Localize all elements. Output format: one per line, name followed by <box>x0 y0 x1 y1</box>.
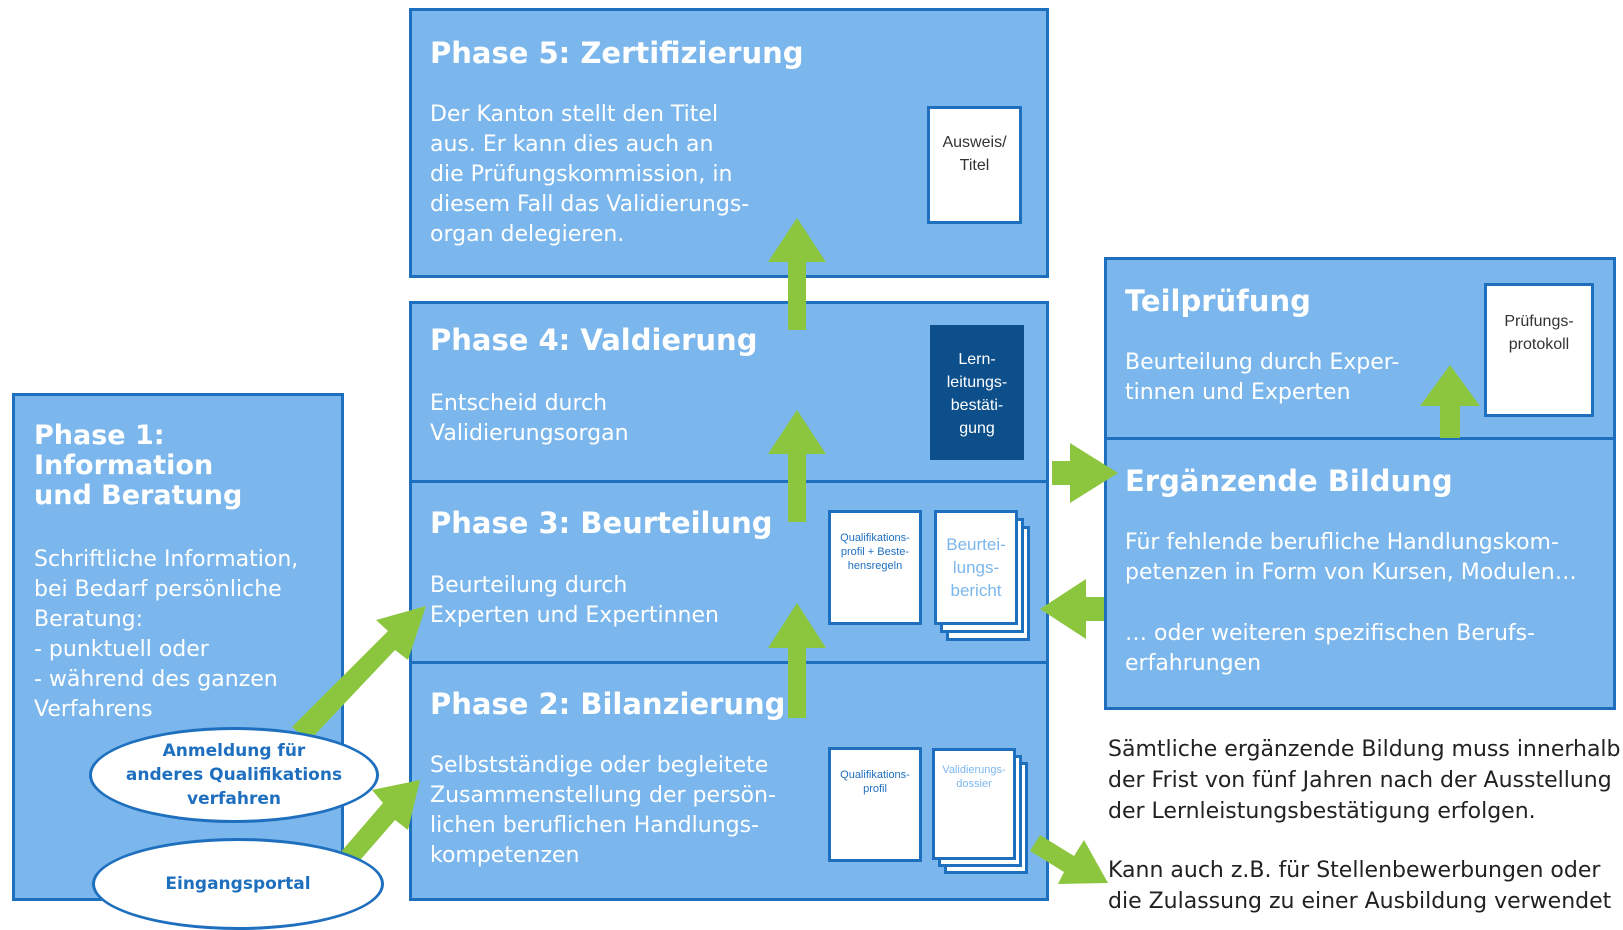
arrow-phase4-to-phase5 <box>768 218 826 330</box>
lernleistung-label: Lern- leitungs- bestäti- gung <box>946 351 1008 437</box>
phase1-body: Schriftliche Information, bei Bedarf per… <box>34 547 299 722</box>
divider-4-3 <box>409 480 1049 483</box>
eingangsportal-oval: Eingangsportal <box>92 838 384 930</box>
ausweis-document: Ausweis/ Titel <box>927 106 1022 224</box>
qualprofil-document: Qualifikations- profil <box>828 747 922 862</box>
qualprofil-regeln-document: Qualifikations- profil + Beste- hensrege… <box>828 510 922 625</box>
anmeldung-label: Anmeldung für anderes Qualifikations ver… <box>125 741 343 809</box>
teilpruefung-body: Beurteilung durch Exper- tinnen und Expe… <box>1125 350 1400 405</box>
phase1-title: Phase 1: Information und Beratung <box>34 420 243 511</box>
teilpruefung-title: Teilprüfung <box>1125 284 1311 318</box>
divider-3-2 <box>409 661 1049 664</box>
qualprofil-regeln-label: Qualifikations- profil + Beste- hensrege… <box>840 532 910 572</box>
arrow-ergaenzend-to-phase3 <box>1040 579 1104 639</box>
phase4-body: Entscheid durch Validierungsorgan <box>430 391 629 446</box>
lernleistung-document: Lern- leitungs- bestäti- gung <box>930 325 1024 460</box>
eingangsportal-label: Eingangsportal <box>165 874 311 894</box>
pruefungsprotokoll-document: Prüfungs- protokoll <box>1484 283 1594 417</box>
beurteilungsbericht-document: Beurtei- lungs- bericht <box>934 510 1018 625</box>
pruefungsprotokoll-label: Prüfungs- protokoll <box>1504 313 1574 353</box>
beurteilungsbericht-label: Beurtei- lungs- bericht <box>946 535 1006 600</box>
ergaenzende-bildung-box <box>1104 437 1616 710</box>
ergaenzende-bildung-body1: Für fehlende berufliche Handlungskom- pe… <box>1125 530 1577 585</box>
ausweis-label: Ausweis/ Titel <box>942 134 1007 174</box>
phase3-body: Beurteilung durch Experten und Expertinn… <box>430 573 719 628</box>
qualprofil-label: Qualifikations- profil <box>840 769 910 795</box>
phase3-title: Phase 3: Beurteilung <box>430 506 773 540</box>
phase2-body: Selbstständige oder begleitete Zusammens… <box>430 753 776 868</box>
phase5-body: Der Kanton stellt den Titel aus. Er kann… <box>430 102 750 247</box>
arrow-anmeldung-to-phase3 <box>292 606 426 741</box>
validierungsdossier-label: Validierungs- dossier <box>942 764 1006 790</box>
ergaenzende-bildung-title: Ergänzende Bildung <box>1125 464 1453 498</box>
phase5-title: Phase 5: Zertifizierung <box>430 36 804 70</box>
anmeldung-oval: Anmeldung für anderes Qualifikations ver… <box>89 727 379 823</box>
frist-note: Sämtliche ergänzende Bildung muss innerh… <box>1108 737 1621 824</box>
phase2-title: Phase 2: Bilanzierung <box>430 687 786 721</box>
arrow-phase2-to-phase3 <box>768 603 826 718</box>
verwendung-note: Kann auch z.B. für Stellenbewerbungen od… <box>1108 858 1612 914</box>
ergaenzende-bildung-body2: … oder weiteren spezifischen Berufs- erf… <box>1125 621 1536 676</box>
arrow-eingangsportal-to-phase2 <box>340 780 420 866</box>
arrow-phase2-outward <box>1030 835 1108 884</box>
phase4-title: Phase 4: Valdierung <box>430 323 758 357</box>
arrow-phase4-to-ergaenzend <box>1052 443 1118 503</box>
arrow-ergaenzend-to-teilpruefung <box>1420 365 1480 438</box>
validierungsdossier-document: Validierungs- dossier <box>932 748 1016 860</box>
arrow-phase3-to-phase4 <box>768 410 826 522</box>
